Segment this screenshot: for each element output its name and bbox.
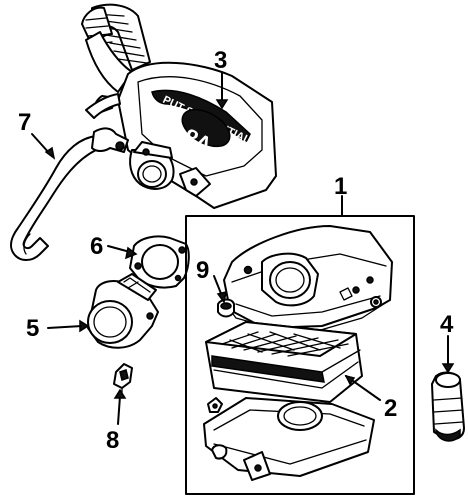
grommet <box>217 298 235 318</box>
breather-hose <box>10 93 129 261</box>
callout-5: 5 <box>26 315 39 342</box>
air-cleaner-lid <box>223 225 393 337</box>
callout-1: 1 <box>334 173 347 200</box>
air-filter-element <box>205 321 363 403</box>
mass-air-flow-gasket <box>129 235 190 289</box>
air-cleaner-tray <box>203 397 375 481</box>
callout-6: 6 <box>90 233 103 260</box>
temperature-sensor <box>113 363 133 395</box>
leader-lines <box>31 71 455 425</box>
callout-9: 9 <box>196 257 209 284</box>
callout-4: 4 <box>440 311 454 338</box>
callout-7: 7 <box>18 109 31 136</box>
callout-2: 2 <box>384 395 397 422</box>
callout-8: 8 <box>106 427 119 454</box>
air-cleaner-assembly-frame <box>185 215 415 495</box>
resonator-tube <box>431 371 465 442</box>
mass-air-flow-sensor <box>87 273 159 349</box>
callout-3: 3 <box>214 47 227 74</box>
